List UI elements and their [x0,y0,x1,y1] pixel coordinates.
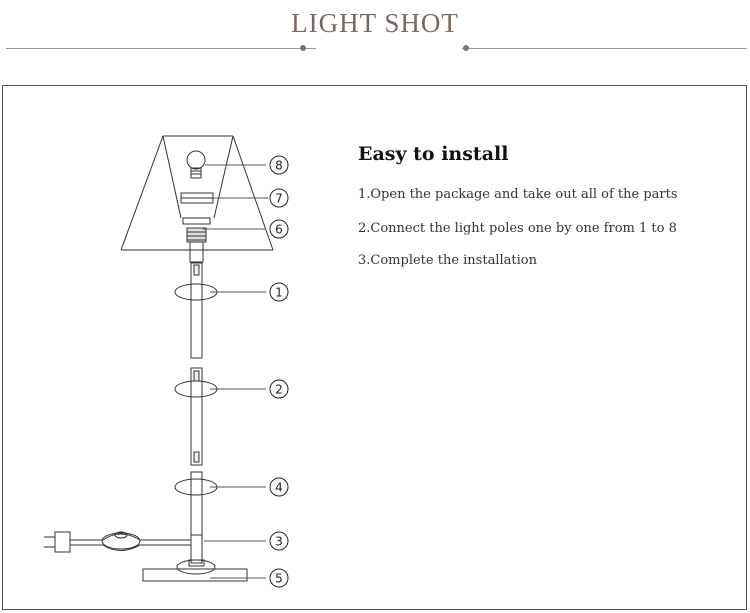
instructions-title: Easy to install [358,143,509,165]
header-rule-left [6,48,316,49]
lamp-shade [120,135,274,251]
callout-4-label: 4 [275,481,283,495]
header-rule-right [462,48,747,49]
callout-7: 7 [269,188,289,208]
plug-icon [44,531,71,553]
callout-2-label: 2 [275,383,283,397]
callout-3: 3 [269,531,289,551]
callout-4: 4 [269,477,289,497]
callout-6-label: 6 [275,223,283,237]
pole-1 [174,262,218,359]
page-title: LIGHT SHOT [291,8,459,38]
instruction-step-1: 1.Open the package and take out all of t… [358,187,678,202]
socket-icon [182,217,211,263]
bulb-icon [186,150,206,179]
callout-6: 6 [269,219,289,239]
callout-1-label: 1 [275,286,283,300]
cord-pole [176,534,216,575]
header-rule-dot-right [463,45,469,51]
switch-icon [101,531,141,550]
content-frame [2,85,747,610]
header-rule-dot-left [300,45,306,51]
callout-5-label: 5 [275,572,283,586]
instruction-step-3: 3.Complete the installation [358,253,537,268]
pole-2 [174,367,218,466]
power-cord [70,533,191,551]
callout-8-label: 8 [275,159,283,173]
callout-7-label: 7 [275,192,283,206]
callout-8: 8 [269,155,289,175]
lamp-base [142,568,248,582]
callout-2: 2 [269,379,289,399]
callout-3-label: 3 [275,535,283,549]
callout-leaders [203,164,266,579]
instruction-step-2: 2.Connect the light poles one by one fro… [358,221,677,236]
pole-4 [174,471,218,536]
callout-5: 5 [269,568,289,588]
callout-1: 1 [269,282,289,302]
